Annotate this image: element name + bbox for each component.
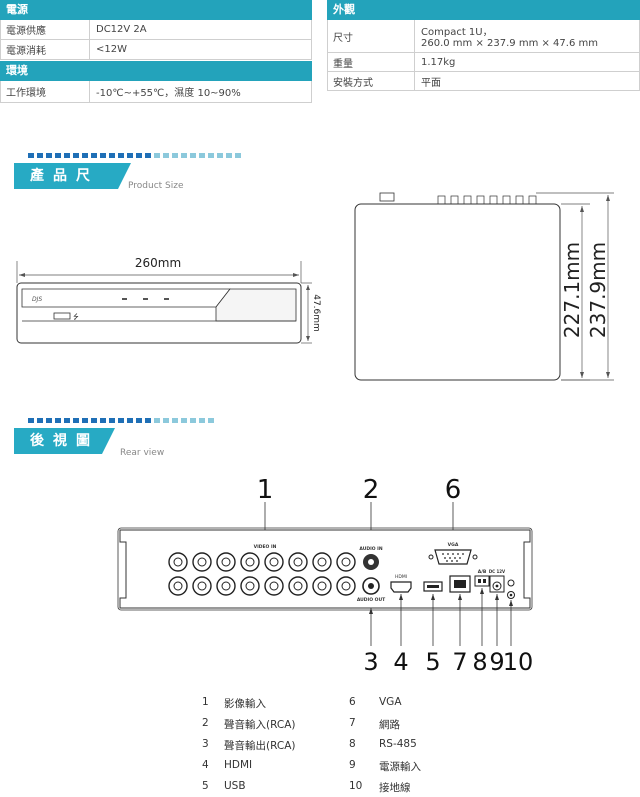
hdmi-label: HDMI	[395, 574, 407, 580]
hdmi-port	[390, 581, 412, 593]
legend-item: 10 接地線	[349, 780, 411, 795]
audio-out-label: AUDIO OUT	[357, 597, 386, 603]
ground-screw	[507, 579, 515, 587]
legend-label: 電源輸入	[379, 761, 421, 773]
spec-value: 平面	[421, 77, 441, 89]
bnc-row-bottom	[168, 576, 356, 596]
legend-item: 9 電源輸入	[349, 759, 421, 774]
legend-number: 4	[202, 759, 209, 771]
legend-item: 4 HDMI	[202, 759, 252, 771]
spec-key: 工作環境	[1, 81, 90, 102]
legend-number: 3	[202, 738, 209, 750]
legend-number: 6	[349, 696, 356, 708]
legend-item: 2 聲音輸入(RCA)	[202, 717, 295, 732]
audio-in-label: AUDIO IN	[359, 546, 382, 552]
rs485-label: A/B	[478, 569, 487, 575]
banner-title: 後視圖	[14, 428, 115, 454]
legend-item: 3 聲音輸出(RCA)	[202, 738, 295, 753]
spec-value: -10℃~+55℃，濕度 10~90%	[96, 88, 241, 99]
spec-value: DC12V 2A	[96, 24, 147, 35]
front-height-label: 47.6mm	[311, 294, 321, 332]
spec-value: <12W	[96, 44, 127, 55]
callout-5: 5	[425, 648, 440, 675]
legend-number: 10	[349, 780, 363, 792]
power-heading: 電源	[0, 0, 312, 20]
front-width-label: 260mm	[135, 256, 181, 270]
callout-4: 4	[393, 648, 408, 675]
spec-key: 重量	[328, 53, 415, 71]
banner-squares	[28, 418, 214, 423]
callout-7: 7	[452, 648, 467, 675]
spec-key: 電源消耗	[1, 40, 90, 59]
spec-row-mounting: 安裝方式 平面	[327, 72, 640, 91]
port-legend: 1 影像輸入 2 聲音輸入(RCA) 3 聲音輸出(RCA) 4 HDMI 5 …	[0, 696, 640, 796]
legend-item: 1 影像輸入	[202, 696, 266, 711]
banner-subtitle: Product Size	[128, 181, 184, 191]
legend-item: 6 VGA	[349, 696, 402, 708]
environment-heading: 環境	[0, 61, 312, 81]
spec-value: 1.17kg	[421, 56, 456, 68]
legend-label: 接地線	[379, 782, 411, 794]
rs485-terminal	[474, 575, 490, 587]
callout-6: 6	[445, 475, 462, 505]
legend-label: RS-485	[379, 738, 417, 750]
callout-3: 3	[363, 648, 378, 675]
dc-label: DC 12V	[489, 569, 506, 574]
spec-row-operating-env: 工作環境 -10℃~+55℃，濕度 10~90%	[0, 81, 312, 103]
banner-product-size: 產品尺寸 Product Size	[14, 153, 254, 210]
banner-title: 產品尺寸	[14, 163, 131, 210]
spec-row-weight: 重量 1.17kg	[327, 53, 640, 72]
legend-item: 8 RS-485	[349, 738, 417, 750]
spec-row-power-supply: 電源供應 DC12V 2A	[0, 20, 312, 40]
top-overall-label: 237.9mm	[586, 242, 610, 338]
front-view-drawing: 260mm DJS ⭍ 47.6mm	[16, 256, 321, 344]
size-line-1: Compact 1U，	[421, 27, 493, 38]
vga-label: VGA	[448, 542, 459, 548]
callout-1: 1	[257, 475, 274, 505]
legend-number: 9	[349, 759, 356, 771]
spec-table-power-environment: 電源 電源供應 DC12V 2A 電源消耗 <12W 環境 工作環境 -10℃~…	[0, 0, 312, 103]
legend-label: HDMI	[224, 759, 253, 771]
rear-panel-drawing: 1 2 6 VIDEO IN	[117, 475, 534, 675]
vga-port	[434, 549, 472, 565]
legend-item: 5 USB	[202, 780, 246, 792]
size-line-2: 260.0 mm × 237.9 mm × 47.6 mm	[421, 38, 598, 49]
top-view-drawing: 227.1mm 237.9mm	[354, 192, 614, 381]
legend-item: 7 網路	[349, 717, 400, 732]
front-brand: DJS	[32, 296, 42, 303]
callout-8: 8	[472, 648, 487, 675]
spec-key: 尺寸	[328, 20, 415, 52]
spec-row-size: 尺寸 Compact 1U， 260.0 mm × 237.9 mm × 47.…	[327, 20, 640, 53]
spec-key: 安裝方式	[328, 72, 415, 90]
banner-squares	[28, 153, 241, 158]
spec-value: Compact 1U， 260.0 mm × 237.9 mm × 47.6 m…	[415, 20, 639, 52]
spec-table-appearance: 外觀 尺寸 Compact 1U， 260.0 mm × 237.9 mm × …	[327, 0, 640, 91]
legend-number: 7	[349, 717, 356, 729]
legend-label: 網路	[379, 719, 400, 731]
spec-row-power-consumption: 電源消耗 <12W	[0, 40, 312, 60]
legend-label: USB	[224, 780, 246, 792]
callout-10: 10	[503, 648, 534, 675]
legend-label: 聲音輸入(RCA)	[224, 719, 296, 731]
legend-number: 2	[202, 717, 209, 729]
legend-label: VGA	[379, 696, 402, 708]
callout-9: 9	[489, 648, 504, 675]
banner-rear-view: 後視圖 Rear view	[14, 418, 234, 458]
legend-number: 1	[202, 696, 209, 708]
front-usb-port	[53, 312, 71, 320]
top-depth-label: 227.1mm	[560, 242, 584, 338]
legend-number: 5	[202, 780, 209, 792]
banner-subtitle: Rear view	[120, 448, 165, 458]
video-in-label: VIDEO IN	[254, 544, 277, 550]
bnc-row-top	[168, 552, 356, 572]
usb-icon: ⭍	[73, 313, 79, 321]
callout-2: 2	[363, 475, 380, 505]
spec-key: 電源供應	[1, 20, 90, 39]
legend-number: 8	[349, 738, 356, 750]
appearance-heading: 外觀	[327, 0, 640, 20]
legend-label: 聲音輸出(RCA)	[224, 740, 296, 752]
legend-label: 影像輸入	[224, 698, 266, 710]
